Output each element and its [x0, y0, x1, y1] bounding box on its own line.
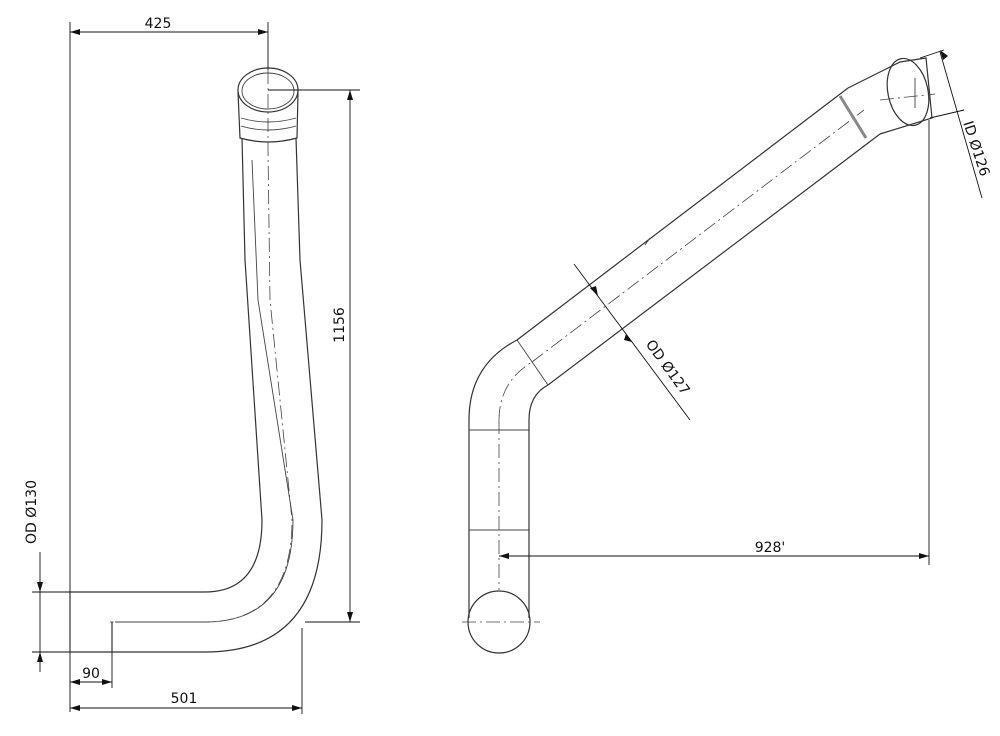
dim-501-label: 501 [171, 691, 198, 707]
dim-od130-label: OD Ø130 [24, 480, 40, 544]
left-pipe-end-stub [69, 591, 112, 653]
right-pipe-band [838, 95, 868, 139]
dim-1156-label: 1156 [332, 307, 348, 343]
left-pipe-inner-contour [115, 159, 294, 623]
dim-id126: ID Ø126 [919, 49, 992, 199]
right-pipe-top-socket [847, 57, 933, 135]
dim-425-label: 425 [145, 16, 172, 32]
dim-425: 425 [69, 16, 269, 592]
left-pipe-collar-line [240, 117, 297, 123]
dim-90: 90 [69, 652, 113, 712]
dim-501: 501 [70, 628, 303, 714]
dim-928-label: 928' [755, 540, 786, 556]
left-pipe-view [69, 67, 323, 653]
dim-928: 928' [499, 120, 930, 565]
left-pipe-outline-left [112, 137, 263, 593]
right-pipe-diagonal-lower [547, 133, 881, 386]
right-pipe-diagonal-upper [516, 87, 849, 341]
right-pipe-bend-inner [528, 384, 549, 421]
left-pipe-collar-line-2 [240, 125, 297, 131]
dim-90-label: 90 [82, 666, 100, 682]
right-pipe-bend-outer [468, 339, 518, 421]
right-pipe-top-opening [886, 57, 930, 127]
dim-od130: OD Ø130 [24, 480, 70, 672]
left-pipe-outline-right [112, 137, 323, 653]
right-pipe-view [462, 57, 936, 654]
left-pipe-centerline [110, 70, 293, 623]
dim-id126-label: ID Ø126 [959, 119, 992, 178]
dim-od127: OD Ø127 [573, 263, 693, 421]
dim-1156: 1156 [268, 89, 360, 623]
